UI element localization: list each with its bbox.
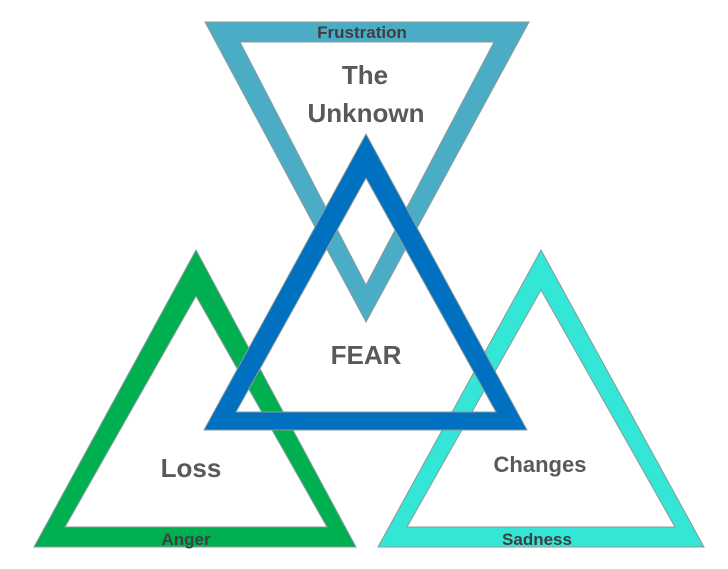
sadness-label: Sadness <box>502 530 572 549</box>
unknown-triangle <box>204 21 530 324</box>
fear-label: FEAR <box>331 340 402 370</box>
anger-label: Anger <box>161 530 211 549</box>
loss-triangle <box>33 248 357 548</box>
changes-label: Changes <box>494 452 587 477</box>
frustration-label: Frustration <box>317 23 407 42</box>
changes-triangle <box>377 248 705 548</box>
unknown-label-line2: Unknown <box>308 98 425 128</box>
unknown-label-line1: The <box>342 60 388 90</box>
loss-label: Loss <box>161 453 222 483</box>
fear-triangle <box>203 132 528 431</box>
